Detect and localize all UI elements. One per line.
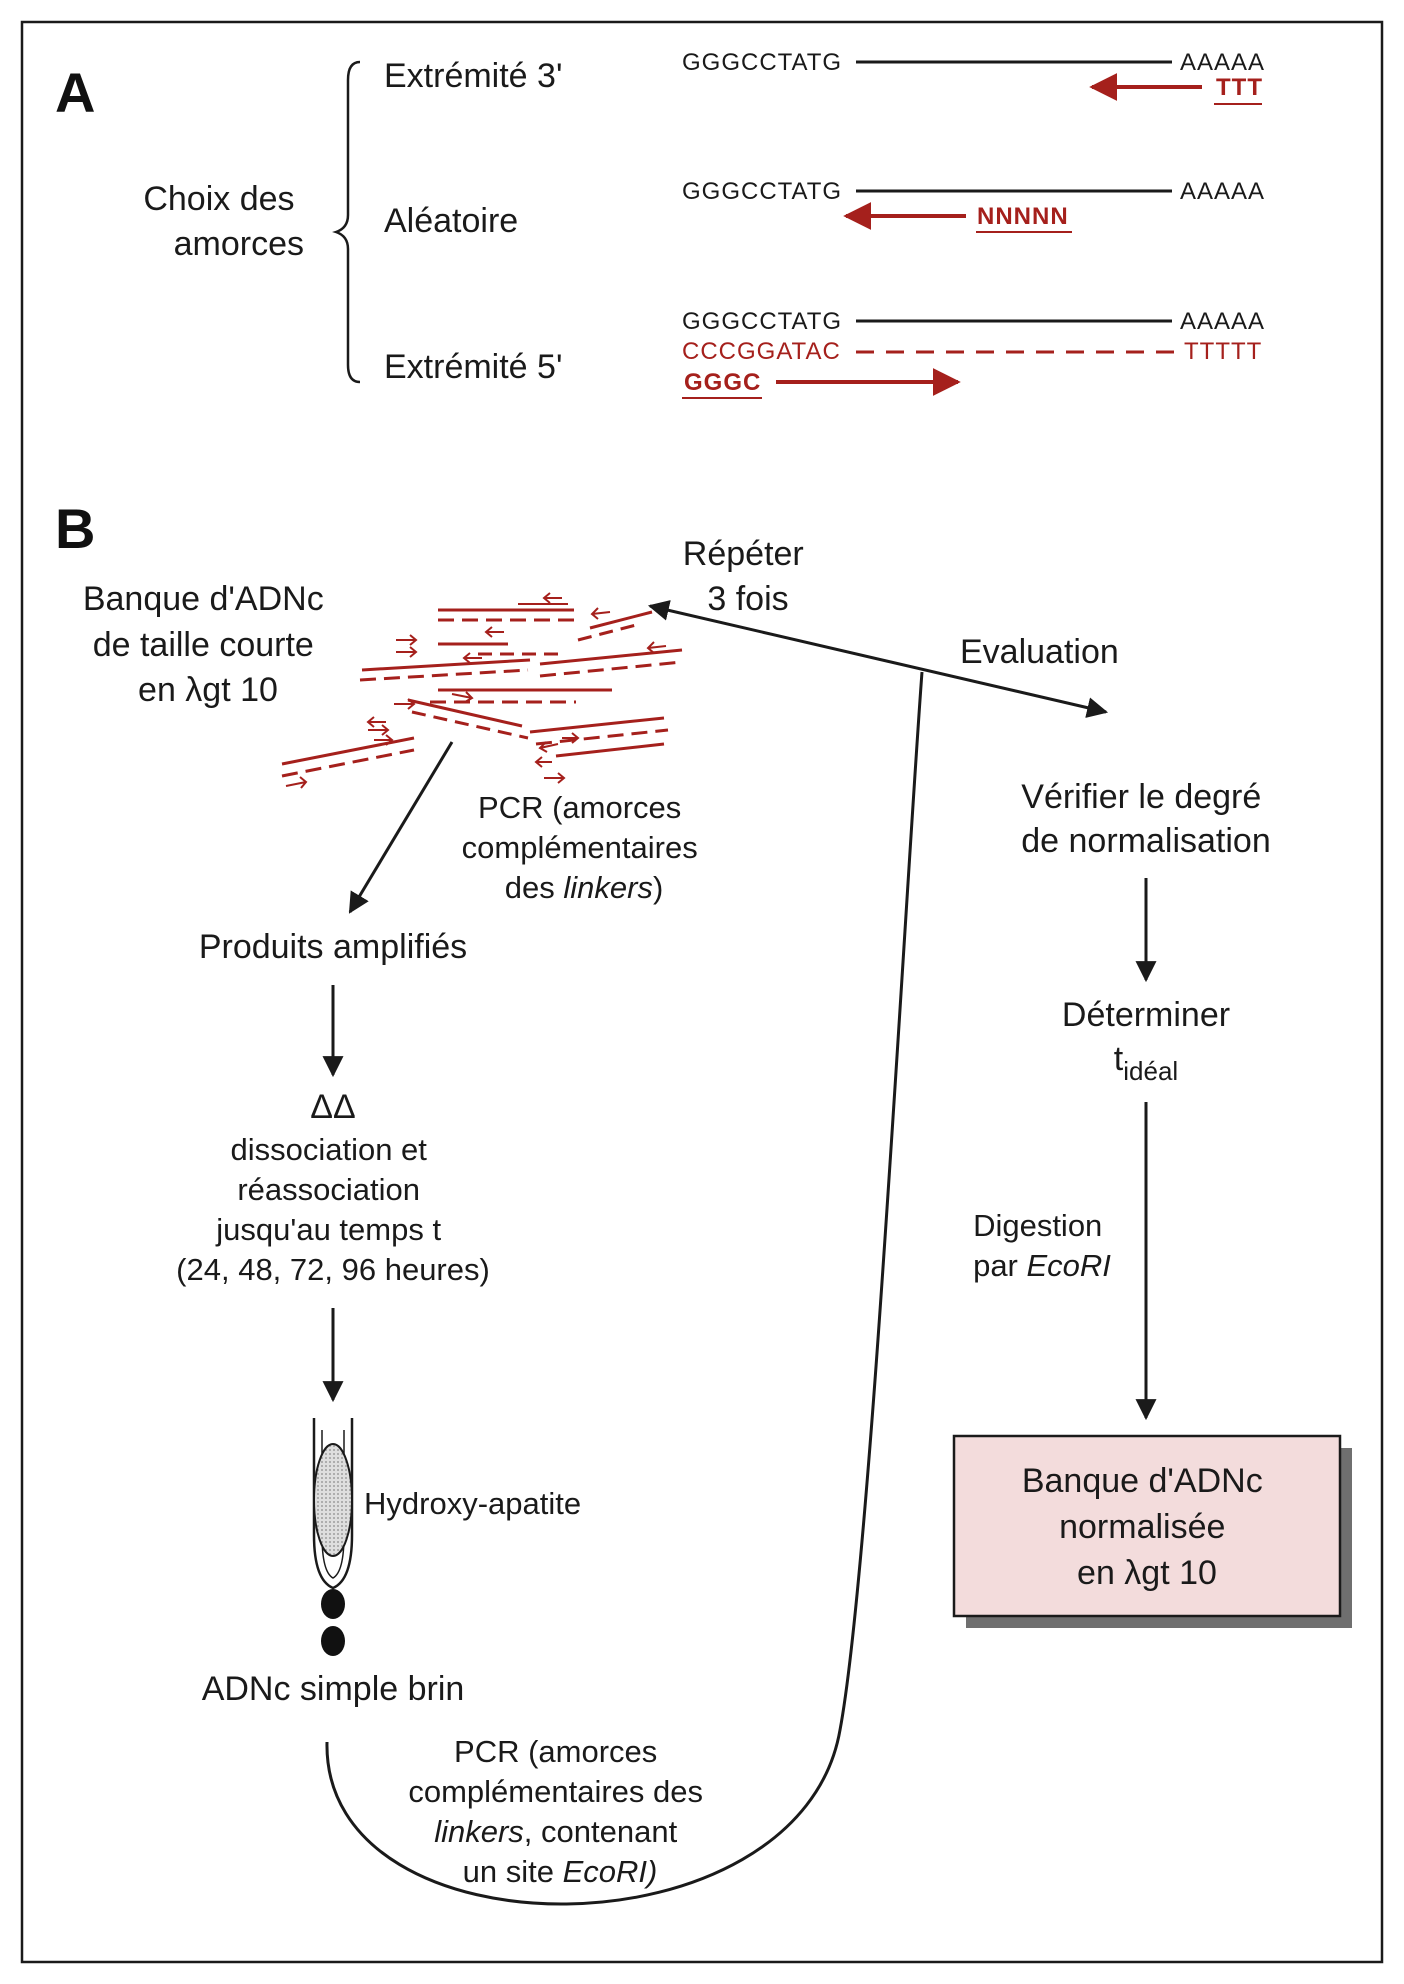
seq-3prime-right: AAAAA xyxy=(1180,49,1265,76)
seq-random-right: AAAAA xyxy=(1180,178,1265,205)
column-inner xyxy=(321,1430,345,1579)
normalized-library-box xyxy=(952,1434,1342,1618)
drop xyxy=(321,1589,345,1619)
small-arrow xyxy=(562,732,580,744)
small-arrow xyxy=(590,607,611,620)
fragment xyxy=(529,716,665,734)
fragment xyxy=(577,622,641,642)
small-arrow xyxy=(285,776,308,789)
small-arrow xyxy=(394,698,416,710)
seq-5prime-comp-left: CCCGGATAC xyxy=(682,338,841,365)
repeat-evaluation-arrow xyxy=(647,600,1109,718)
dissociation-label: dissociation et réassociation jusqu'au t… xyxy=(176,1132,490,1287)
seq-3prime-left: GGGCCTATG xyxy=(682,49,842,76)
small-arrow xyxy=(534,756,552,768)
t-ideal-label: tidéal xyxy=(1114,1040,1178,1086)
primer-gggc: GGGC xyxy=(684,369,761,396)
evaluation-label: Evaluation xyxy=(960,633,1119,671)
pcr-linkers-label: PCR (amorces complémentaires des linkers… xyxy=(462,790,707,905)
fragment xyxy=(535,728,669,746)
figure-frame xyxy=(20,20,1384,1964)
pcr-return-path xyxy=(325,671,924,1906)
column-matrix xyxy=(313,1443,353,1557)
primer-choice-label: Choix des amorces xyxy=(143,180,304,263)
fragment xyxy=(539,648,683,666)
brace xyxy=(332,60,361,384)
short-library-label: Banque d'ADNc de taille courte en λgt 10 xyxy=(83,580,333,709)
fragment xyxy=(407,698,523,728)
normalized-library-label: Banque d'ADNc normalisée en λgt 10 xyxy=(1022,1462,1272,1592)
seq-random-left: GGGCCTATG xyxy=(682,178,842,205)
primer-nnnnn: NNNNN xyxy=(977,203,1069,230)
fragment xyxy=(281,748,415,778)
small-arrow xyxy=(396,646,418,658)
hydroxyapatite-column xyxy=(312,1418,354,1656)
seq-5prime-left: GGGCCTATG xyxy=(682,308,842,335)
fragment xyxy=(361,658,531,672)
hydroxyapatite-label: Hydroxy-apatite xyxy=(364,1486,581,1521)
panel-a-letter: A xyxy=(55,61,95,124)
panel-b-letter: B xyxy=(55,497,95,560)
small-arrow xyxy=(451,691,474,703)
seq-5prime-right: AAAAA xyxy=(1180,308,1265,335)
pcr-ecori-label: PCR (amorces complémentaires des linkers… xyxy=(408,1734,711,1889)
small-arrow xyxy=(538,741,559,753)
small-arrow xyxy=(484,626,504,638)
determine-label: Déterminer xyxy=(1062,996,1230,1034)
option-3prime-label: Extrémité 3' xyxy=(384,57,562,95)
option-random-label: Aléatoire xyxy=(384,202,518,240)
option-5prime-label: Extrémité 5' xyxy=(384,348,562,386)
drop xyxy=(321,1626,345,1656)
single-strand-label: ADNc simple brin xyxy=(202,1670,465,1708)
repeat-label: Répéter 3 fois xyxy=(683,535,813,618)
fragment xyxy=(589,610,653,630)
small-arrow xyxy=(544,772,566,784)
heat-cool-symbols: ΔΔ xyxy=(310,1088,355,1126)
amplified-products-label: Produits amplifiés xyxy=(199,928,467,966)
digestion-label: Digestion par EcoRI xyxy=(973,1208,1111,1283)
fragment xyxy=(555,742,665,758)
seq-5prime-comp-right: TTTTT xyxy=(1184,338,1262,365)
cdna-fragments xyxy=(281,603,683,778)
fragment xyxy=(411,710,529,740)
column-outline xyxy=(312,1418,354,1590)
small-arrow xyxy=(542,592,562,604)
primer-ttt: TTT xyxy=(1216,74,1263,101)
fragment xyxy=(359,668,529,682)
small-arrow xyxy=(396,634,418,646)
small-arrow xyxy=(368,724,390,736)
fragment xyxy=(281,736,415,766)
small-arrow xyxy=(462,652,482,664)
small-arrow xyxy=(374,734,394,746)
pcr-arrow xyxy=(348,741,454,914)
fragment xyxy=(539,660,683,678)
small-arrow xyxy=(366,716,386,728)
verify-normalization-label: Vérifier le degré de normalisation xyxy=(1021,778,1270,860)
